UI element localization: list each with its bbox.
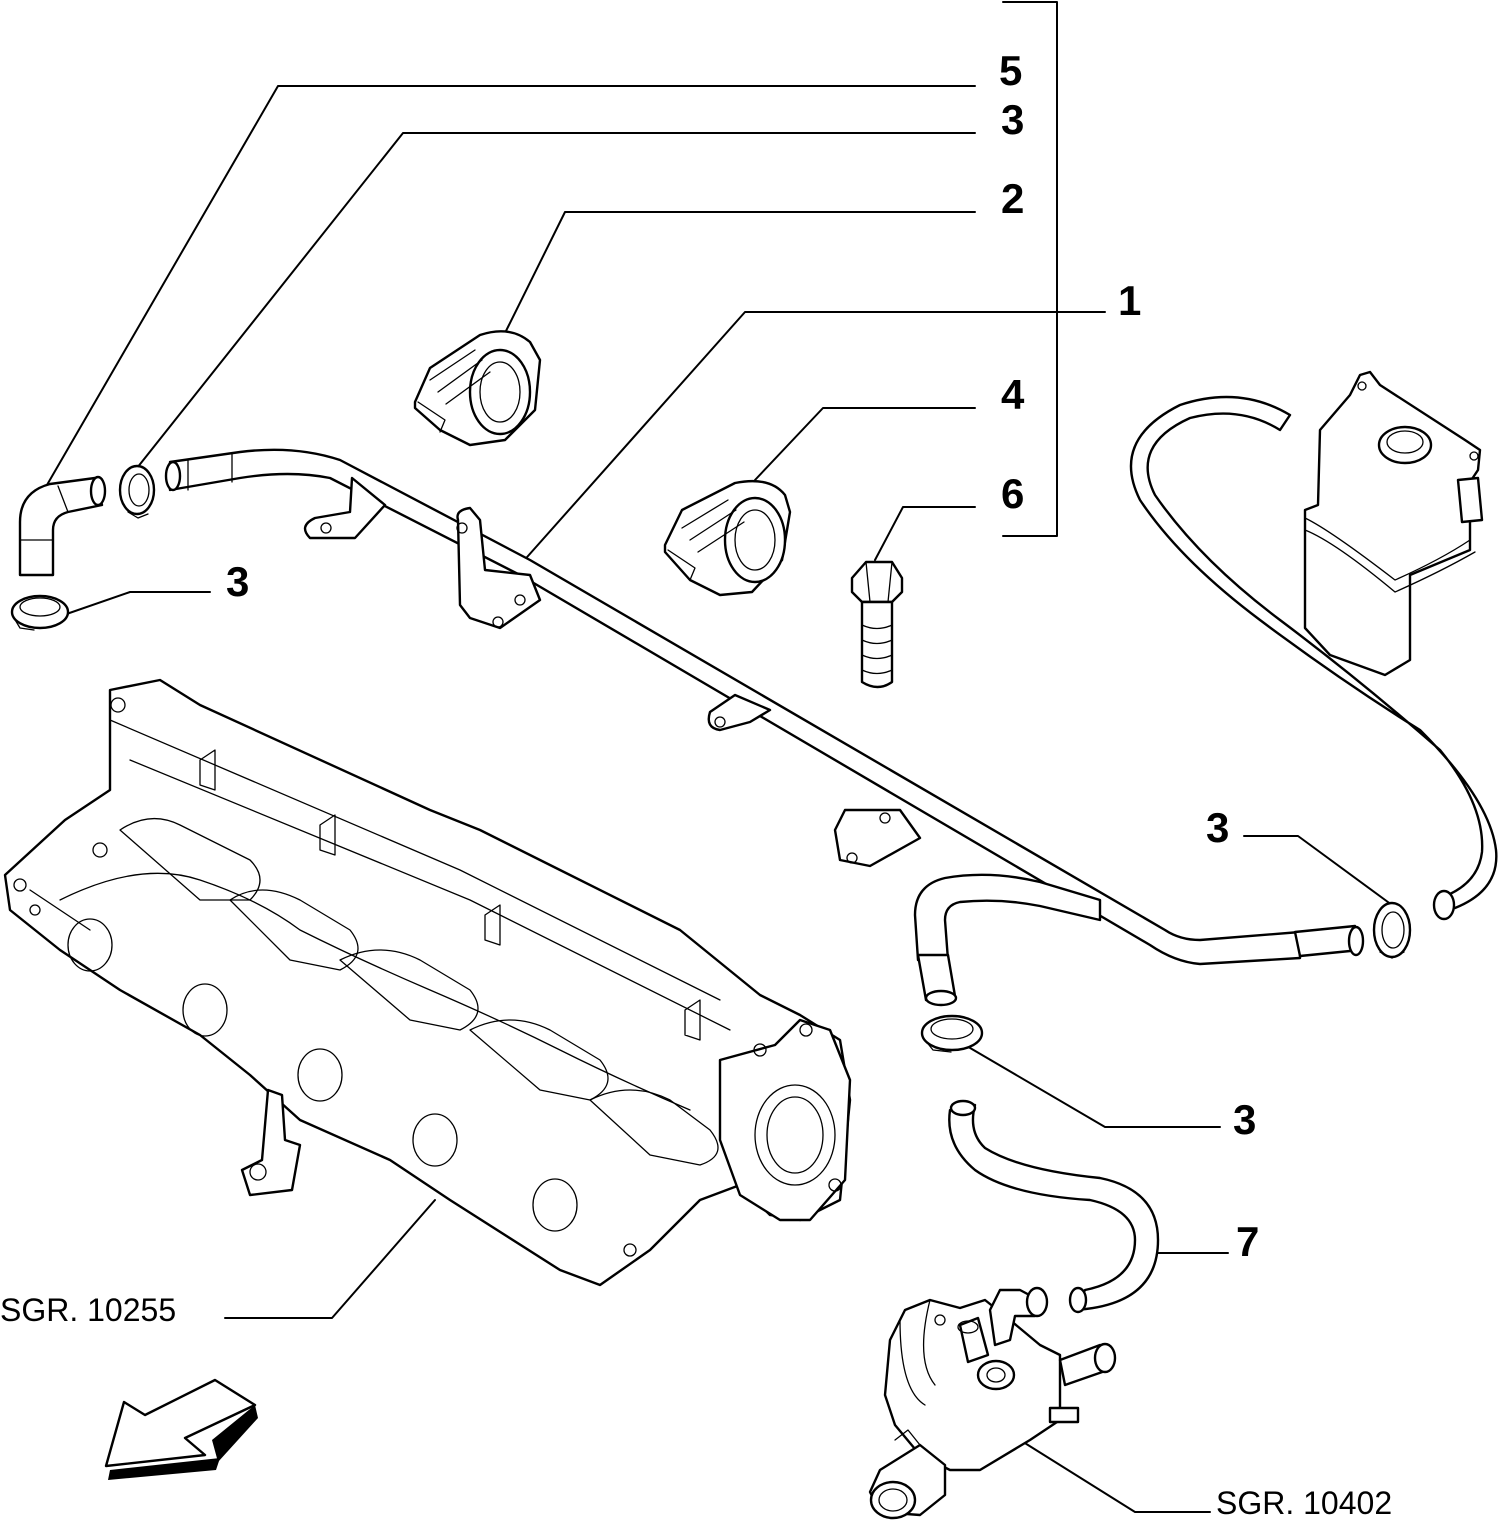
- hose-clamp-left: [10, 594, 70, 631]
- leader-6: [874, 506, 976, 561]
- reference-labels: SGR. 10255 SGR. 10402: [0, 1292, 1392, 1521]
- callout-5: 5: [999, 47, 1022, 94]
- callout-2: 2: [1001, 175, 1024, 222]
- pipe-bracket-clamp-2: [413, 330, 542, 447]
- leader-lines: [39, 1, 1393, 1513]
- leader-3-bottom: [964, 1044, 1221, 1128]
- lower-hose-part: [948, 1099, 1160, 1314]
- leader-3-right: [1243, 835, 1393, 906]
- leader-sgr-10402: [1019, 1439, 1211, 1513]
- callout-6: 6: [1001, 470, 1024, 517]
- leader-4: [754, 407, 976, 481]
- orientation-arrow-icon: [104, 1378, 258, 1480]
- pipe-bracket-clamp-4: [663, 479, 792, 597]
- intake-manifold: [3, 678, 852, 1287]
- callout-3-left: 3: [226, 558, 249, 605]
- reference-sgr-10255: SGR. 10255: [0, 1292, 176, 1328]
- expansion-tank: [1129, 370, 1498, 921]
- leader-5: [39, 85, 976, 498]
- elbow-hose-part: [18, 475, 107, 577]
- leader-1: [519, 311, 1106, 566]
- leader-2: [504, 211, 976, 334]
- callout-3-top: 3: [1001, 96, 1024, 143]
- leader-3-left: [54, 591, 211, 619]
- leader-3-top: [136, 132, 976, 469]
- coolant-pipe-part: [164, 448, 1365, 1007]
- callout-4: 4: [1001, 371, 1025, 418]
- callout-3-right: 3: [1206, 804, 1229, 851]
- leader-sgr-10255: [224, 1199, 436, 1319]
- callout-labels: 5 3 2 1 4 6 3 3 3 7: [226, 47, 1259, 1265]
- hose-clamp-right: [1372, 901, 1412, 959]
- callout-3-bottom: 3: [1233, 1096, 1256, 1143]
- thermostat-housing: [868, 1286, 1117, 1520]
- group-bracket: [1002, 1, 1058, 537]
- hose-clamp-top: [118, 464, 156, 519]
- bolt-part: [850, 560, 904, 689]
- callout-7: 7: [1236, 1218, 1259, 1265]
- hose-clamp-bottom: [920, 1014, 984, 1053]
- reference-sgr-10402: SGR. 10402: [1216, 1485, 1392, 1521]
- callout-1: 1: [1118, 277, 1141, 324]
